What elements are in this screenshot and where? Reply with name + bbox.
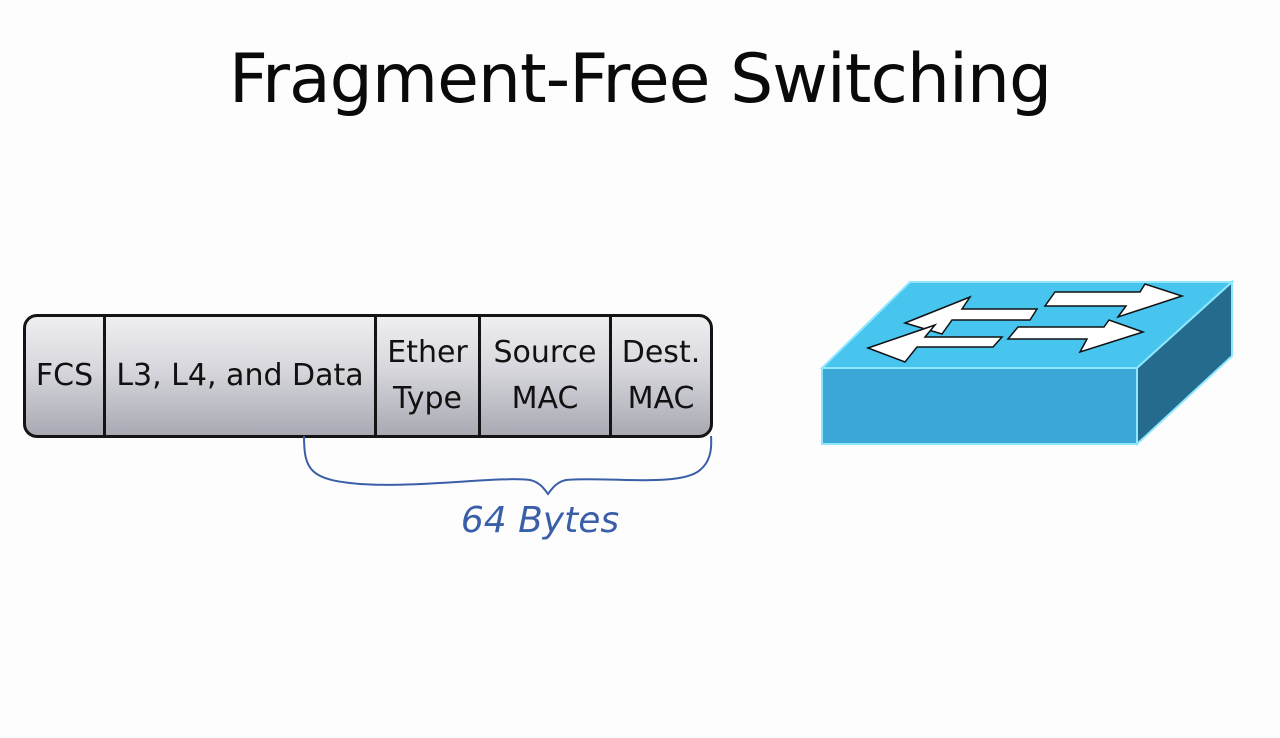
field-l3-l4-data: L3, L4, and Data — [106, 317, 377, 435]
byte-count-label: 64 Bytes — [461, 500, 619, 541]
field-label: Dest. — [621, 335, 701, 370]
field-dest-mac: Dest. MAC — [612, 317, 710, 435]
field-label: Type — [393, 381, 462, 416]
field-label: MAC — [511, 381, 579, 416]
slide-title: Fragment-Free Switching — [228, 40, 1052, 119]
brace — [303, 435, 713, 496]
field-label: FCS — [35, 358, 94, 393]
field-label: Source — [493, 335, 597, 370]
field-label: Ether — [387, 335, 468, 370]
field-label: L3, L4, and Data — [116, 358, 364, 393]
field-label: MAC — [627, 381, 695, 416]
network-switch-icon — [819, 279, 1235, 447]
field-fcs: FCS — [26, 317, 106, 435]
